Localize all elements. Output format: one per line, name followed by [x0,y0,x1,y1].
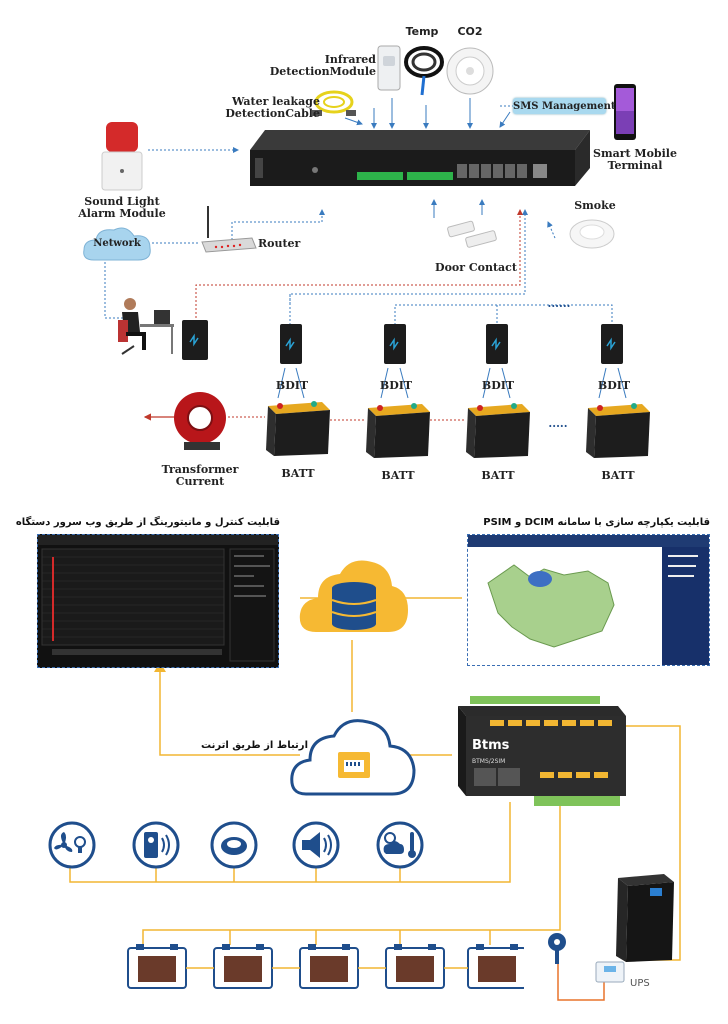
infrared-label-line1: Infrared [324,53,376,66]
ellipsis-top: ...... [547,297,571,310]
bdit-module-icon [384,324,406,364]
web-dashboard-screenshot [37,534,279,668]
transformer-label-line1: Transformer [161,463,239,476]
smoke-label: Smoke [574,199,616,212]
water-leakage-label-line1: Water leakage [232,95,320,108]
btms-model-label: BTMS/2SIM [472,758,506,765]
sms-management-box [513,98,606,114]
battery-icon [586,403,650,458]
btms-brand-logo: Btms [472,738,510,753]
door-contact-icon [447,220,497,248]
co2-detector-icon [446,47,494,95]
bdit-label: BDIT [379,379,413,392]
battery-string [127,944,524,989]
alarm-siren-icon [101,122,143,191]
ethernet-cloud-icon [290,719,416,796]
battery-icon [266,401,330,456]
water-leakage-cable-icon [312,90,356,116]
batt-label: BATT [381,469,415,482]
smoke-detector-icon [210,821,258,869]
bdit-module-icon [280,324,302,364]
door-contact-label: Door Contact [435,261,517,274]
circuit-breaker-icon [595,961,625,983]
router-label: Router [258,237,301,250]
current-sensor-icon [548,933,566,964]
caption-web-monitoring: قابلیت کنترل و مانیتورینگ از طریق وب سرو… [15,517,280,528]
main-controller-device [245,128,590,188]
bdit-label: BDIT [597,379,631,392]
btms-controller-device [450,696,630,820]
bdit-module-icon [486,324,508,364]
caption-dcim-psim: قابلیت یکپارچه سازی با سامانه DCIM و PSI… [483,517,710,528]
database-cloud-icon [299,560,408,632]
infrared-label-line2: DetectionModule [269,65,376,78]
sound-light-label-line2: Alarm Module [78,207,166,220]
temp-sensor-icon [404,46,444,96]
dcim-map-screenshot [467,534,710,666]
motion-sensor-icon [132,821,180,869]
network-label: Network [93,238,141,249]
bdit-module-icon [182,320,208,360]
ups-label: UPS [630,978,650,989]
smoke-detector-icon [569,219,615,249]
smart-phone-icon [614,84,636,140]
temp-label: Temp [405,25,439,38]
smart-mobile-label-line2: Terminal [607,159,663,172]
co2-label: CO2 [457,25,483,38]
smart-mobile-label-line1: Smart Mobile [593,147,677,160]
batt-label: BATT [281,467,315,480]
router-icon [201,206,257,253]
current-transformer-icon [174,392,226,450]
infrared-detector-icon [377,45,401,91]
water-leakage-label-line2: DetectionCable [225,107,320,120]
ellipsis-batt: ..... [548,417,568,430]
bdit-label: BDIT [275,379,309,392]
sms-management-label: SMS Management [513,101,616,112]
sound-light-label-line1: Sound Light [84,195,160,208]
operator-at-desk-icon [118,298,174,355]
network-cloud-icon [83,227,151,261]
battery-icon [366,403,430,458]
ups-cabinet-icon [616,874,674,962]
fan-light-icon [48,821,96,869]
siren-speaker-icon [292,821,340,869]
battery-icon [466,403,530,458]
bdit-module-icon [601,324,623,364]
batt-label: BATT [601,469,635,482]
transformer-label-line2: Current [175,475,225,488]
weather-temperature-icon [376,821,424,869]
bdit-label: BDIT [481,379,515,392]
ethernet-connection-label: ارتباط از طریق اترنت [201,740,308,751]
batt-label: BATT [481,469,515,482]
